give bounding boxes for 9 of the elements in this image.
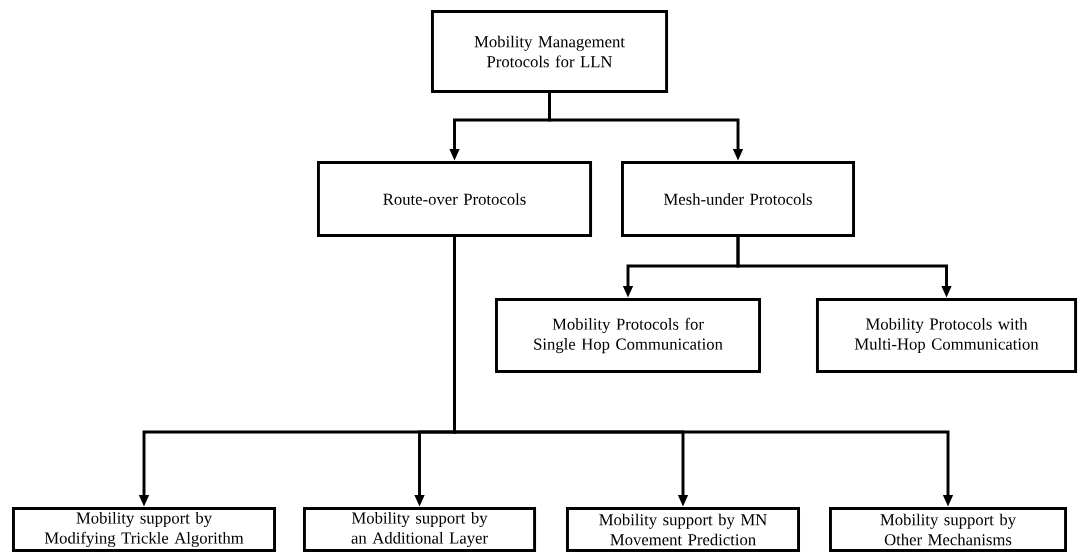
process-box: Route-over Protocols xyxy=(316,161,593,237)
process-box: Mesh-under Protocols xyxy=(621,161,855,237)
process-box: Mobility Protocols for Single Hop Communication xyxy=(495,298,761,373)
process-box: Mobility support by MN Movement Prediction xyxy=(566,506,800,553)
process-box: Mobility support by an Additional Layer xyxy=(302,506,537,553)
process-box: Mobility support by Modifying Trickle Algorithm xyxy=(12,506,276,553)
process-box: Mobility support by Other Mechanisms xyxy=(829,506,1067,553)
process-box: Mobility Protocols with Multi-Hop Communication xyxy=(816,298,1078,373)
process-box: Mobility Management Protocols for LLN xyxy=(430,10,669,93)
